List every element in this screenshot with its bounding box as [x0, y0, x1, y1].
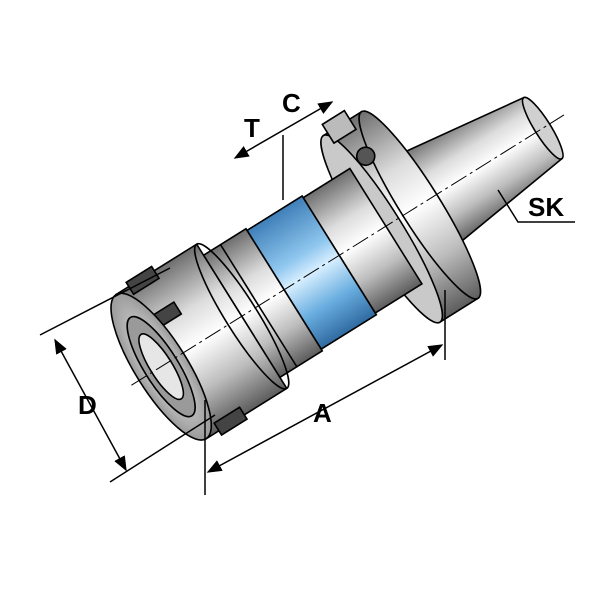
- tc-dimension-line: [233, 101, 334, 159]
- centerline: [131, 114, 565, 386]
- label-a: A: [313, 398, 332, 428]
- label-c: C: [282, 88, 301, 118]
- dimensions: [39, 101, 575, 495]
- d-extension-top: [39, 267, 171, 336]
- label-t: T: [244, 113, 260, 143]
- orientation-hole: [355, 146, 376, 167]
- tool-holder: [110, 96, 565, 441]
- a-dimension-line: [206, 344, 444, 473]
- sk-leader: [497, 189, 575, 223]
- label-d: D: [78, 390, 97, 420]
- label-sk: SK: [528, 192, 564, 222]
- d-extension-bottom: [109, 414, 216, 483]
- d-dimension-line: [54, 338, 127, 472]
